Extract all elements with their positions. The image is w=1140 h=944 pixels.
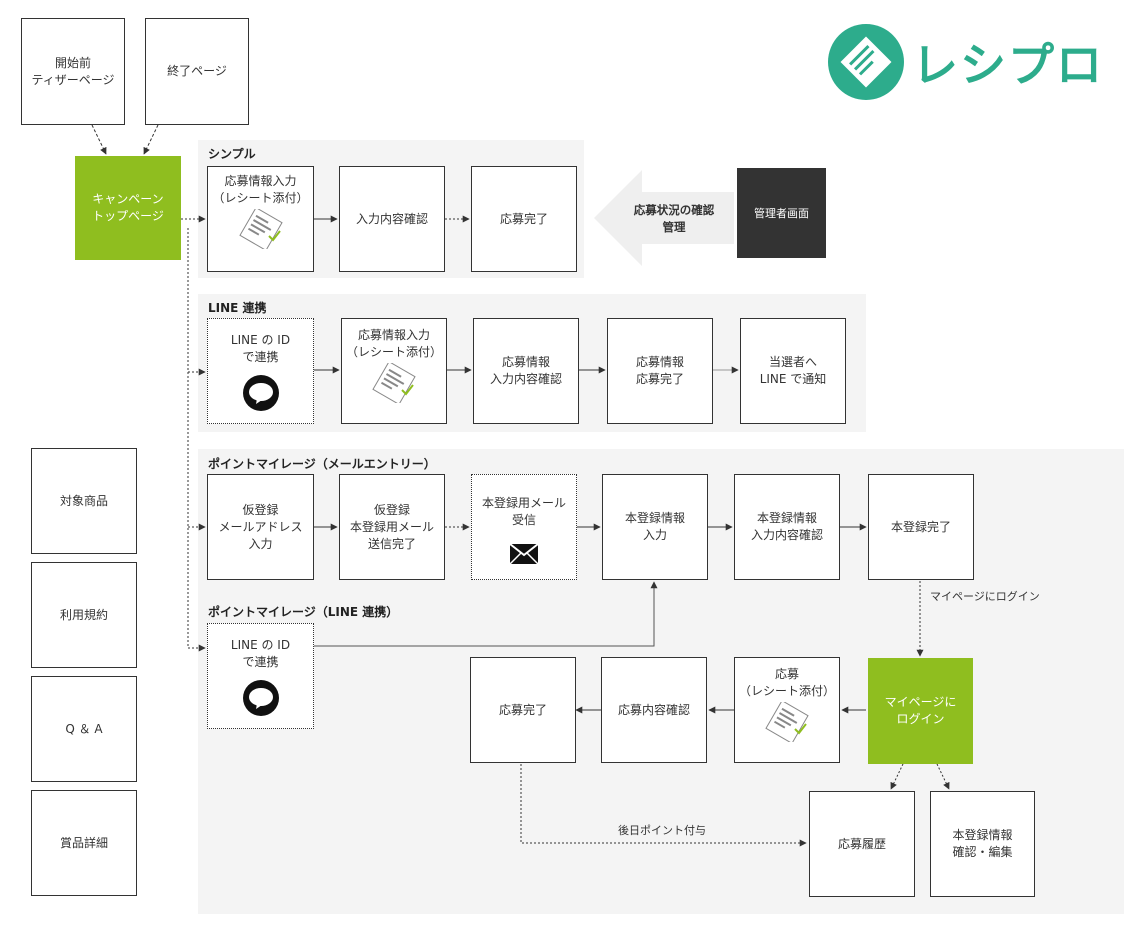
line-app-icon: [242, 375, 279, 411]
line-link-label: LINE の ID で連携: [230, 333, 291, 364]
apply-complete-label: 応募完了: [498, 702, 547, 717]
receipt-icon: [372, 363, 416, 403]
point-mail-title: ポイントマイレージ（メールエントリー）: [208, 457, 436, 471]
line-title: LINE 連携: [208, 301, 267, 315]
apply-receipt-label: 応募 （レシート添付）: [738, 667, 835, 698]
teaser-page-box[interactable]: 開始前 ティザーページ: [21, 18, 125, 125]
sidebar-item-products[interactable]: 対象商品: [31, 448, 137, 554]
admin-box[interactable]: 管理者画面: [737, 168, 826, 258]
recipro-logo-icon: [828, 24, 904, 100]
history-label: 応募履歴: [837, 836, 886, 851]
sidebar-item-prizes[interactable]: 賞品詳細: [31, 790, 137, 896]
line-complete-label: 応募情報 応募完了: [635, 355, 684, 386]
sidebar-item-label: 利用規約: [59, 607, 108, 622]
register-input-label: 本登録情報 入力: [624, 511, 685, 542]
mail-received-box[interactable]: 本登録用メール 受信: [471, 474, 577, 580]
mail-icon: [509, 543, 539, 565]
apply-receipt-box[interactable]: 応募 （レシート添付）: [734, 657, 840, 763]
register-input-box[interactable]: 本登録情報 入力: [602, 474, 708, 580]
apply-confirm-label: 応募内容確認: [617, 702, 690, 717]
end-page-label: 終了ページ: [167, 64, 227, 78]
end-page-box[interactable]: 終了ページ: [145, 18, 249, 125]
register-complete-box[interactable]: 本登録完了: [868, 474, 974, 580]
receipt-icon: [765, 702, 809, 742]
register-confirm-box[interactable]: 本登録情報 入力内容確認: [734, 474, 840, 580]
receipt-icon: [238, 209, 283, 249]
simple-apply-input-box[interactable]: 応募情報入力 （レシート添付）: [207, 166, 314, 272]
temp-register-sent-box[interactable]: 仮登録 本登録用メール 送信完了: [339, 474, 445, 580]
simple-title: シンプル: [208, 147, 256, 161]
line-notify-label: 当選者へ LINE で通知: [759, 355, 827, 386]
register-edit-label: 本登録情報 確認・編集: [952, 828, 1013, 859]
point-line-link-label: LINE の ID で連携: [230, 638, 291, 669]
temp-register-input-label: 仮登録 メールアドレス 入力: [218, 502, 303, 551]
mail-received-label: 本登録用メール 受信: [481, 496, 566, 527]
logo: レシプロ: [826, 22, 1104, 102]
simple-confirm-box[interactable]: 入力内容確認: [339, 166, 445, 272]
point-line-link-box[interactable]: LINE の ID で連携: [207, 623, 314, 729]
register-complete-label: 本登録完了: [890, 519, 951, 534]
sidebar-item-label: 対象商品: [59, 493, 108, 508]
line-apply-input-label: 応募情報入力 （レシート添付）: [345, 328, 442, 359]
mypage-login-box[interactable]: マイページに ログイン: [868, 658, 973, 764]
login-note: マイページにログイン: [930, 590, 1040, 603]
campaign-top-box[interactable]: キャンペーン トップページ: [75, 156, 181, 260]
register-confirm-label: 本登録情報 入力内容確認: [750, 511, 823, 542]
temp-register-input-box[interactable]: 仮登録 メールアドレス 入力: [207, 474, 314, 580]
line-complete-box[interactable]: 応募情報 応募完了: [607, 318, 713, 424]
history-box[interactable]: 応募履歴: [809, 791, 915, 897]
sidebar-item-label: 賞品詳細: [59, 835, 108, 850]
register-edit-box[interactable]: 本登録情報 確認・編集: [930, 791, 1035, 897]
sidebar-item-label: Q ＆ A: [65, 721, 103, 736]
mypage-login-label: マイページに ログイン: [884, 695, 957, 726]
sidebar-item-qa[interactable]: Q ＆ A: [31, 676, 137, 782]
admin-big-arrow: [594, 170, 734, 266]
simple-apply-input-label: 応募情報入力 （レシート添付）: [212, 174, 309, 205]
points-note: 後日ポイント付与: [618, 824, 706, 837]
line-app-icon: [242, 680, 279, 716]
apply-confirm-box[interactable]: 応募内容確認: [601, 657, 707, 763]
simple-complete-label: 応募完了: [499, 211, 548, 226]
simple-complete-box[interactable]: 応募完了: [471, 166, 577, 272]
line-apply-input-box[interactable]: 応募情報入力 （レシート添付）: [341, 318, 447, 424]
apply-complete-box[interactable]: 応募完了: [470, 657, 576, 763]
line-confirm-label: 応募情報 入力内容確認: [489, 355, 562, 386]
teaser-page-label: 開始前 ティザーページ: [31, 55, 115, 87]
point-line-title: ポイントマイレージ（LINE 連携）: [208, 605, 399, 619]
simple-confirm-label: 入力内容確認: [355, 211, 428, 226]
line-confirm-box[interactable]: 応募情報 入力内容確認: [473, 318, 579, 424]
campaign-top-label: キャンペーン トップページ: [92, 192, 164, 223]
admin-label: 管理者画面: [754, 206, 809, 220]
temp-register-sent-label: 仮登録 本登録用メール 送信完了: [349, 502, 434, 551]
line-notify-box[interactable]: 当選者へ LINE で通知: [740, 318, 846, 424]
logo-text: レシプロ: [912, 38, 1104, 92]
line-link-box[interactable]: LINE の ID で連携: [207, 318, 314, 424]
admin-arrow-label: 応募状況の確認 管理: [633, 203, 715, 234]
sidebar-item-terms[interactable]: 利用規約: [31, 562, 137, 668]
